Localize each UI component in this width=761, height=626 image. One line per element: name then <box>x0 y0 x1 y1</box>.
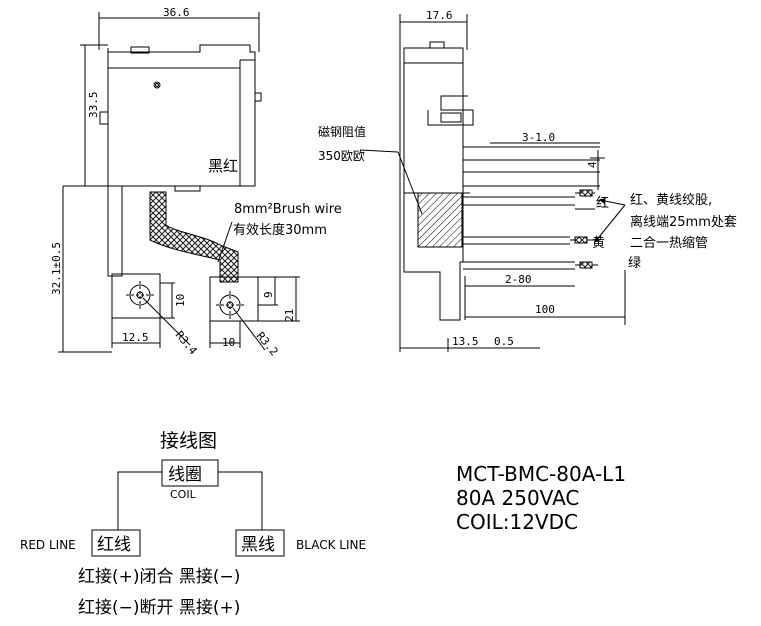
dim-terminal-h2: 21 <box>283 309 296 322</box>
note-line-1: 红、黄线绞股, <box>630 192 712 208</box>
dim-terminal-h1: 9 <box>262 291 275 298</box>
wiring-title: 接线图 <box>160 430 217 452</box>
label-resistor-1: 磁钢阻值 <box>318 124 366 139</box>
red-line-label: RED LINE <box>20 538 76 552</box>
coil-box-label: 线圈 <box>168 465 202 485</box>
black-box-label: 黑线 <box>241 535 275 555</box>
dim-side-6: 0.5 <box>494 335 514 348</box>
dim-height-lower: 32.1±0.5 <box>50 242 63 295</box>
coil-caption: COIL <box>170 488 197 501</box>
dim-top-width: 36.6 <box>163 6 190 19</box>
black-line-label: BLACK LINE <box>296 538 366 552</box>
spec-coil: COIL:12VDC <box>456 510 578 534</box>
dim-side-3: 2-80 <box>505 273 532 286</box>
spec-model: MCT-BMC-80A-L1 <box>456 462 626 486</box>
dim-terminal-w1: 10 <box>174 294 187 307</box>
side-view <box>359 14 626 352</box>
note-line-2: 离线端25mm处套 <box>630 214 737 230</box>
label-brush-wire: 8mm²Brush wire <box>234 202 342 217</box>
dim-height-upper: 33.5 <box>87 92 100 119</box>
label-resistor-2: 350欧欧 <box>318 149 365 163</box>
label-wire-yellow: 黄 <box>592 236 605 251</box>
dim-terminal-w3: 10 <box>222 336 235 349</box>
wiring-rule-1: 红接(+)闭合 黑接(−) <box>78 567 240 587</box>
wiring-rule-2: 红接(−)断开 黑接(+) <box>78 598 240 618</box>
red-box-label: 红线 <box>97 535 131 555</box>
dim-side-4: 100 <box>535 303 555 316</box>
label-wire-green: 绿 <box>628 256 641 271</box>
dim-terminal-angle2: R3.2 <box>254 330 281 359</box>
dim-side-5: 13.5 <box>452 335 479 348</box>
spec-rating: 80A 250VAC <box>456 486 579 510</box>
label-black-red: 黑红 <box>208 157 238 175</box>
label-wire-red: 红 <box>596 195 609 211</box>
note-line-3: 二合一热缩管 <box>630 235 708 251</box>
wiring-diagram <box>91 459 285 557</box>
label-effective-length: 有效长度30mm <box>233 222 327 238</box>
dim-terminal-angle1: R3.4 <box>173 329 200 358</box>
dim-side-2: 4 <box>586 161 599 168</box>
dim-side-1: 3-1.0 <box>522 131 555 144</box>
dim-side-width: 17.6 <box>426 9 453 22</box>
dim-terminal-w2: 12.5 <box>122 331 149 344</box>
front-view <box>58 12 300 353</box>
